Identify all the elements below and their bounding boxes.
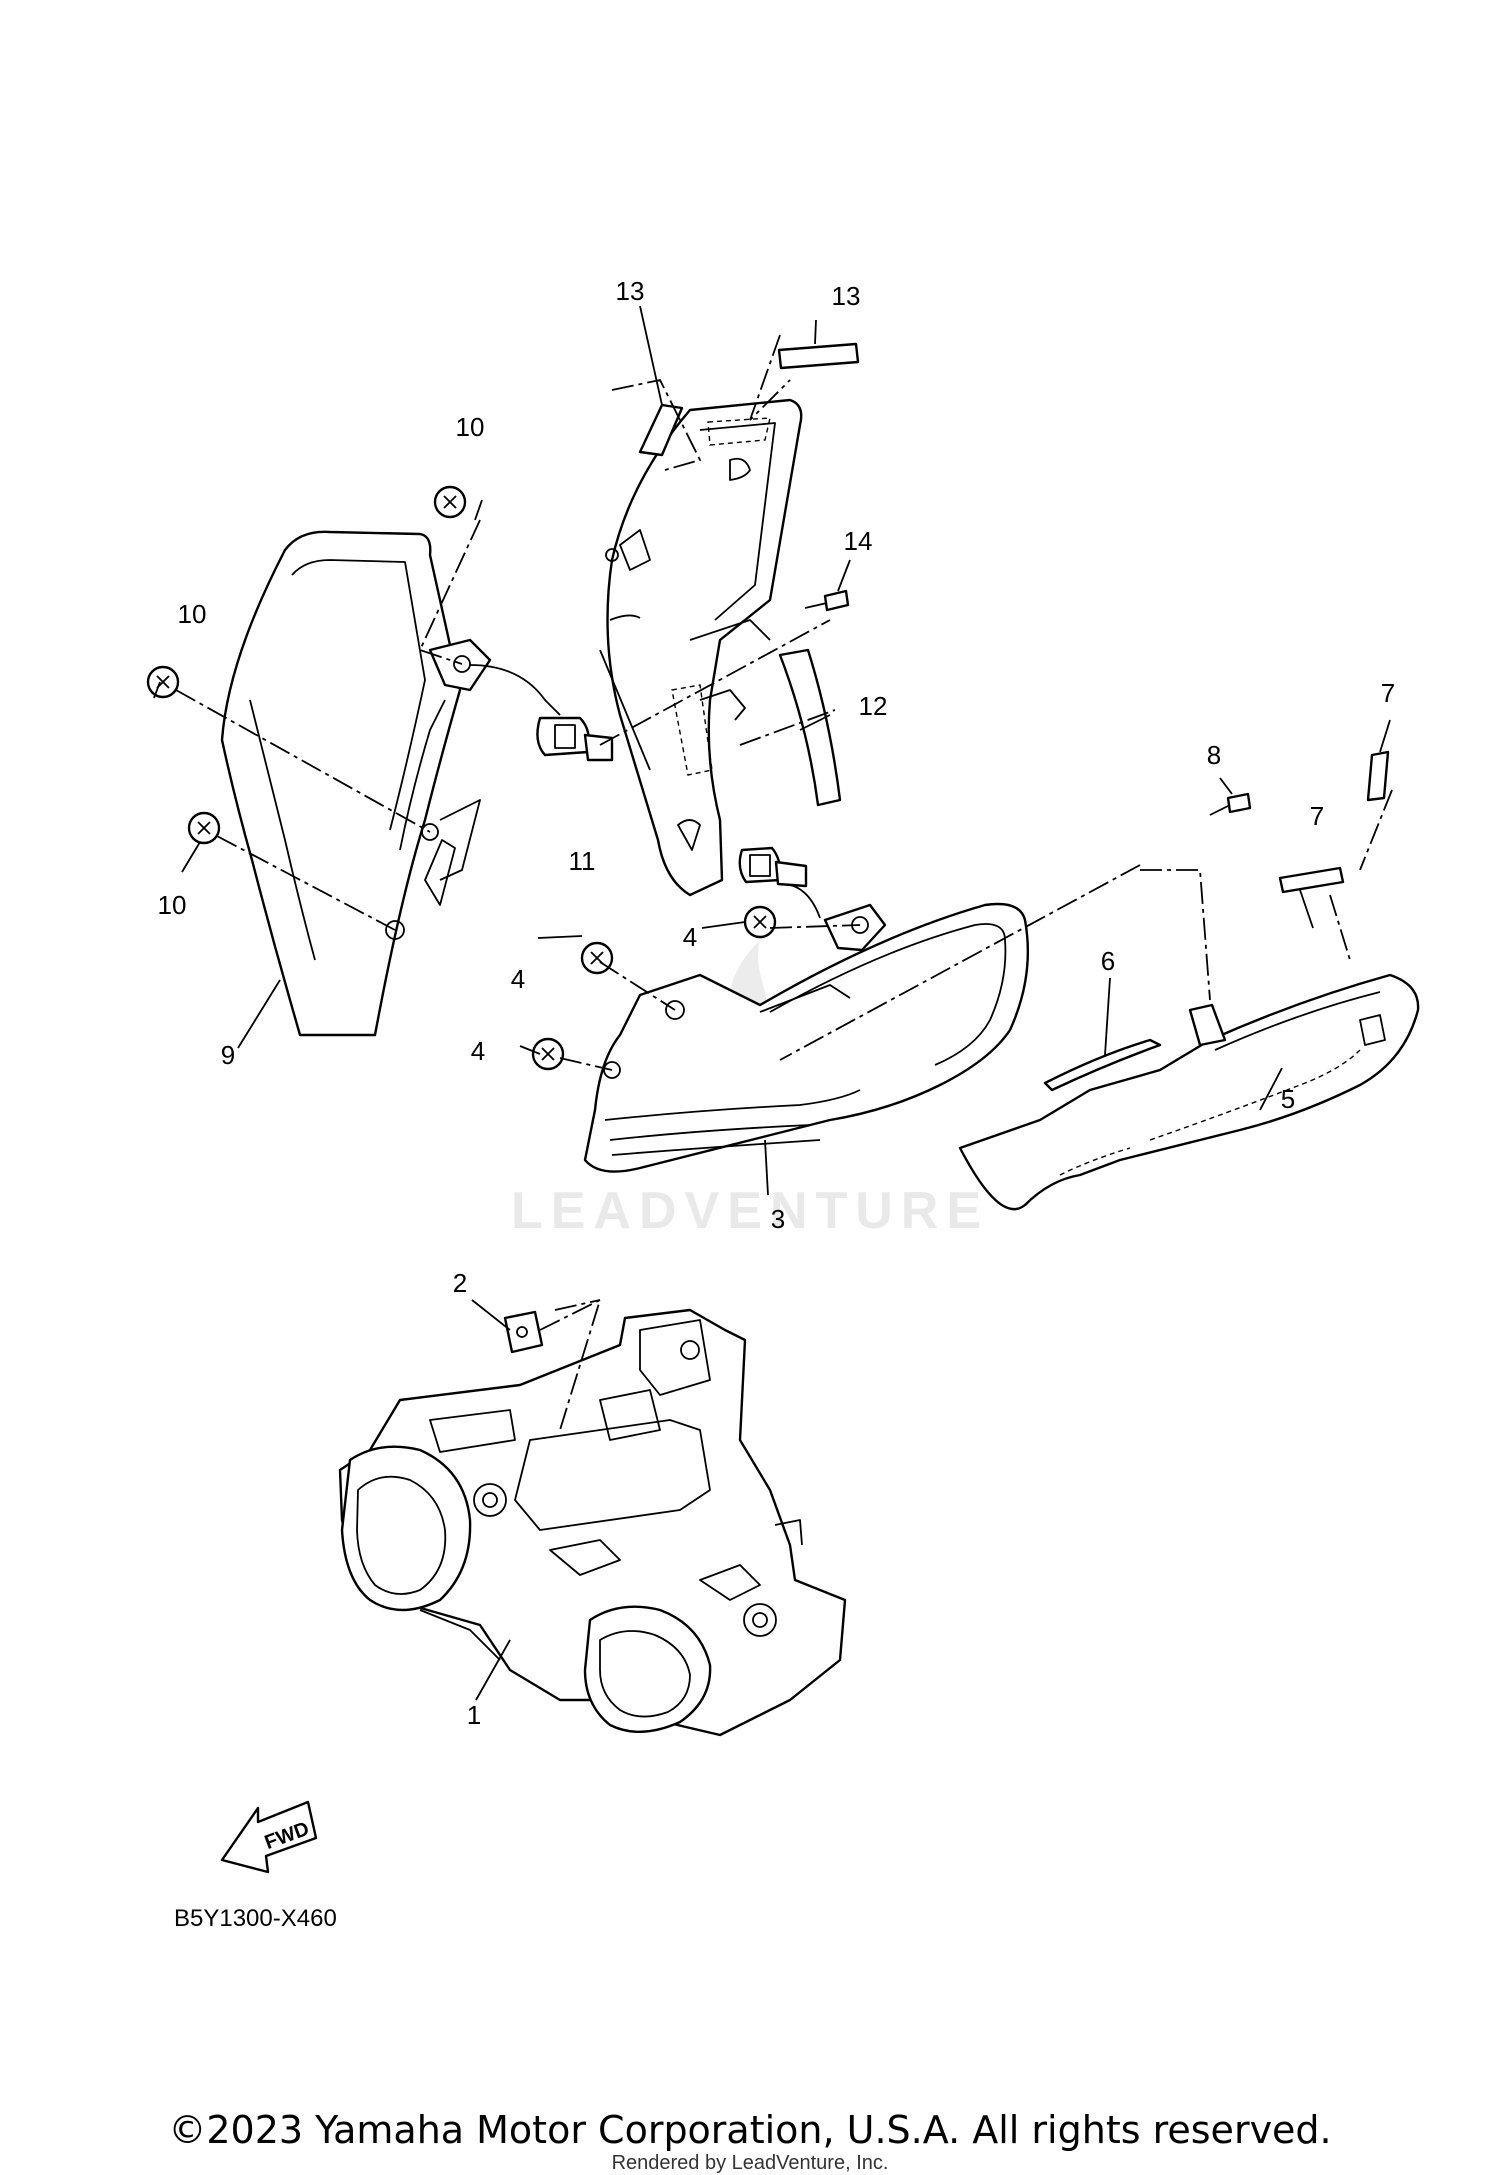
callout-11: 11 — [569, 846, 596, 876]
callout-4b: 4 — [511, 964, 525, 994]
callout-14: 14 — [844, 526, 873, 556]
grommet-10a[interactable] — [433, 485, 467, 519]
grommet-10c[interactable] — [187, 811, 221, 845]
callout-10b: 10 — [178, 599, 207, 629]
callout-5: 5 — [1281, 1084, 1295, 1114]
callout-10c: 10 — [158, 890, 187, 920]
grommet-4c[interactable] — [531, 1037, 565, 1071]
part-5-lower-fairing[interactable] — [958, 973, 1420, 1211]
callout-7b: 7 — [1381, 678, 1395, 708]
watermark-text: LEADVENTURE — [511, 1182, 989, 1240]
callout-1: 1 — [467, 1700, 481, 1730]
grommet-4a[interactable] — [743, 905, 777, 939]
leader-lines — [153, 305, 1393, 1701]
part-1-headlight-assembly[interactable] — [338, 1308, 847, 1737]
callout-6: 6 — [1101, 946, 1115, 976]
part-6-trim[interactable] — [1043, 1038, 1162, 1092]
part-9-side-cover[interactable] — [220, 530, 561, 1037]
callout-10a: 10 — [456, 412, 485, 442]
callout-9: 9 — [221, 1040, 235, 1070]
callout-2: 2 — [453, 1268, 467, 1298]
part-13-labels[interactable] — [638, 342, 860, 457]
grommet-4b[interactable] — [580, 941, 614, 975]
callout-13b: 13 — [832, 281, 861, 311]
grommet-10b[interactable] — [146, 665, 180, 699]
diagram-code: B5Y1300-X460 — [174, 1905, 337, 1932]
screw-8[interactable] — [1209, 792, 1252, 816]
connector-right — [738, 846, 808, 888]
screw-14[interactable] — [804, 589, 850, 612]
leadventure-watermark: LEADVENTURE — [511, 940, 989, 1240]
part-7-stickers[interactable] — [1278, 750, 1390, 894]
part-11-inner-panel[interactable] — [605, 398, 803, 897]
callout-4a: 4 — [683, 922, 697, 952]
callout-4c: 4 — [471, 1036, 485, 1066]
callout-8: 8 — [1207, 740, 1221, 770]
callout-13a: 13 — [616, 276, 645, 306]
part-3-lower-cover[interactable] — [583, 879, 1030, 1173]
fwd-arrow-icon: FWD — [220, 1800, 318, 1874]
callout-labels: 1 2 3 4 4 4 5 6 7 7 8 9 10 10 10 11 12 1… — [158, 276, 1396, 1730]
part-2-clip[interactable] — [503, 1310, 544, 1354]
callout-7a: 7 — [1310, 801, 1324, 831]
rendered-by-text: Rendered by LeadVenture, Inc. — [611, 2152, 889, 2174]
part-12-strip[interactable] — [778, 648, 842, 807]
callout-3: 3 — [771, 1204, 785, 1234]
copyright-text: ©2023 Yamaha Motor Corporation, U.S.A. A… — [168, 2108, 1332, 2152]
connector-left — [536, 716, 614, 762]
callout-12: 12 — [859, 691, 888, 721]
